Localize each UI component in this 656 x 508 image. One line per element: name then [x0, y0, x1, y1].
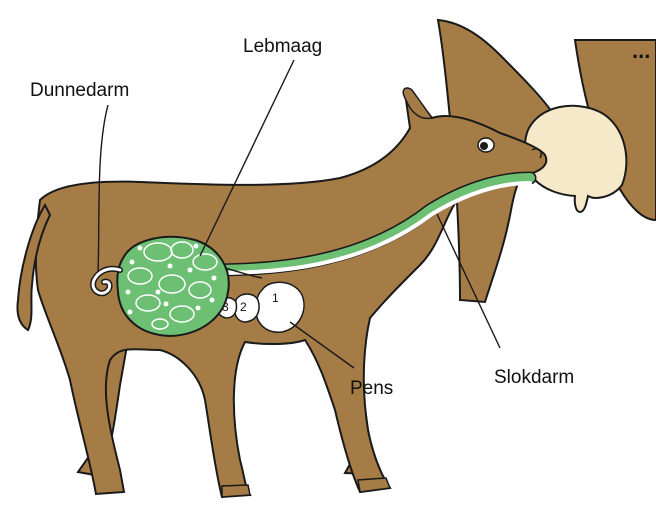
- stomach-number-1: 1: [272, 291, 279, 305]
- label-lebmaag: Lebmaag: [243, 36, 322, 57]
- ellipsis-mark: ...: [632, 38, 650, 63]
- label-pens: Pens: [350, 378, 393, 399]
- label-dunnedarm: Dunnedarm: [30, 80, 129, 101]
- calf-hoof: [222, 485, 250, 497]
- calf-hoof: [358, 478, 390, 492]
- reticulum: [234, 294, 259, 322]
- label-slokdarm: Slokdarm: [494, 367, 574, 388]
- abomasum-body: [117, 237, 228, 336]
- calf-pupil: [480, 142, 488, 150]
- rumen-pens: [256, 282, 304, 332]
- stomach-number-2: 2: [240, 300, 247, 314]
